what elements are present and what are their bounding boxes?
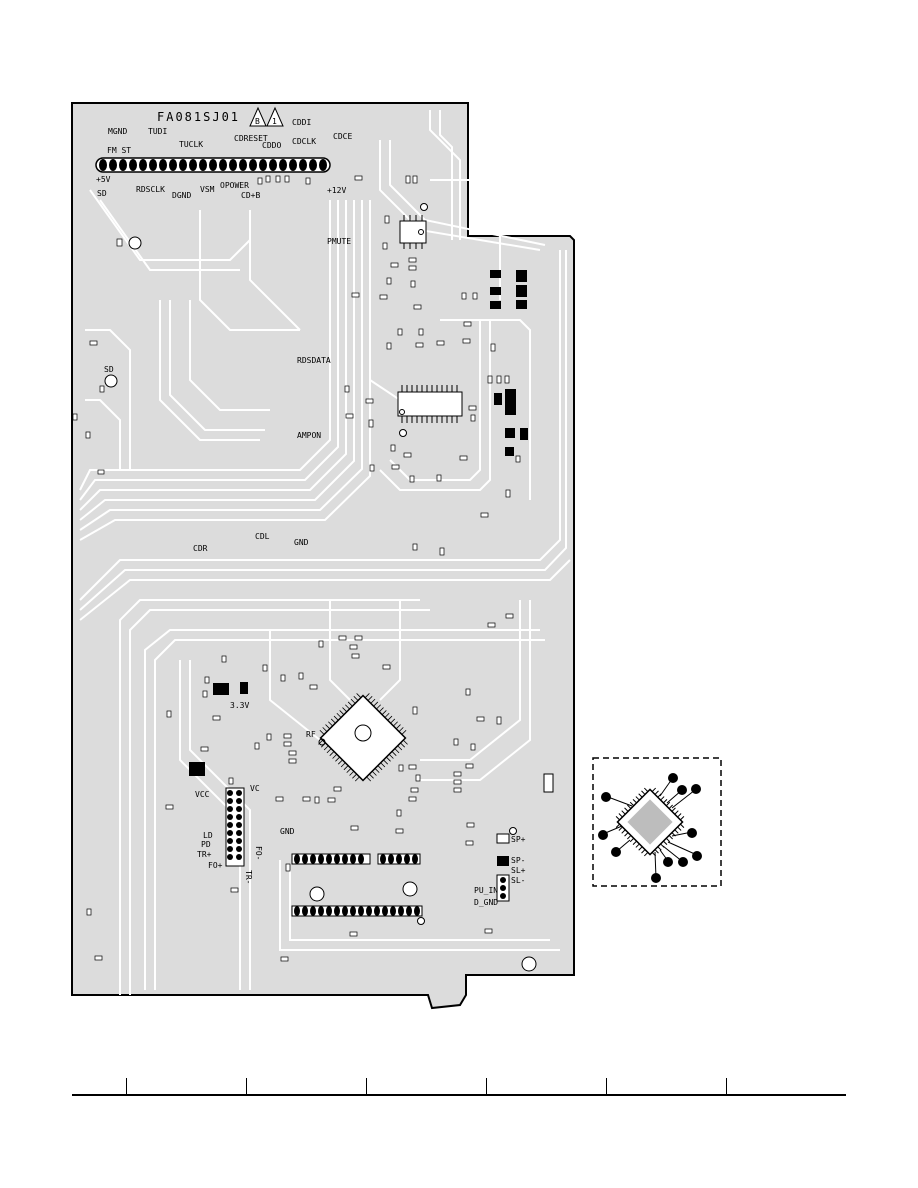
label-fo-plus: FO+ <box>208 861 223 870</box>
mounting-holes <box>104 236 537 972</box>
label-cdreset: CDRESET <box>234 134 268 143</box>
label-cdce: CDCE <box>333 132 352 141</box>
label-gnd-mid: GND <box>294 538 309 547</box>
footer-cell <box>245 1078 366 1094</box>
label-sd-left: SD <box>104 365 114 374</box>
label-pu-in: PU_IN <box>474 886 498 895</box>
label-sp-plus: SP+ <box>511 835 526 844</box>
footer-cell <box>125 1078 246 1094</box>
label-cdclk: CDCLK <box>292 137 316 146</box>
label-fo-minus: FO- <box>254 846 263 860</box>
trace-layer <box>79 110 571 995</box>
footer-table <box>72 1078 846 1096</box>
rev-mark-1: 1 <box>266 106 284 127</box>
footer-cell <box>725 1078 846 1094</box>
label-tr-minus: TR- <box>244 870 253 884</box>
ic-8pin <box>399 203 428 249</box>
footer-cell <box>365 1078 486 1094</box>
label-5v: +5V <box>96 175 111 184</box>
label-cdl: CDL <box>255 532 270 541</box>
label-dgnd: DGND <box>172 191 191 200</box>
rev-mark-b: B <box>249 106 267 127</box>
label-rdsdata: RDSDATA <box>297 356 331 365</box>
label-fm-st: FM ST <box>107 146 131 155</box>
board-labels: FA081SJ01 B 1 MGND TUDI FM ST TUCLK CDRE… <box>96 106 526 907</box>
label-vsm: VSM <box>200 185 215 194</box>
label-vc: VC <box>250 784 260 793</box>
label-12v: +12V <box>327 186 346 195</box>
label-gnd-bottom: GND <box>280 827 295 836</box>
label-tudi: TUDI <box>148 127 167 136</box>
label-mgnd: MGND <box>108 127 127 136</box>
pcb-board-outline <box>71 102 575 1010</box>
footer-cell <box>72 1078 126 1094</box>
rev-mark-1-text: 1 <box>272 117 277 126</box>
label-opower: OPOWER <box>220 181 249 190</box>
label-tr-plus: TR+ <box>197 850 212 859</box>
ic-soic-middle <box>397 385 463 437</box>
label-cddi: CDDI <box>292 118 311 127</box>
label-ld: LD <box>203 831 213 840</box>
bottom-connectors <box>225 773 554 917</box>
label-pd: PD <box>201 840 211 849</box>
label-vcc: VCC <box>195 790 210 799</box>
footer-cell <box>485 1078 606 1094</box>
label-ampon: AMPON <box>297 431 321 440</box>
footer-cell <box>605 1078 726 1094</box>
label-sp-minus: SP- <box>511 856 525 865</box>
ic-qfp-main <box>318 693 408 782</box>
label-3v3: 3.3V <box>230 701 249 710</box>
label-tuclk: TUCLK <box>179 140 203 149</box>
label-rdsclk: RDSCLK <box>136 185 165 194</box>
label-cddo: CDDO <box>262 141 281 150</box>
rev-mark-b-text: B <box>255 117 260 126</box>
label-sl-plus: SL+ <box>511 866 526 875</box>
label-cdr: CDR <box>193 544 208 553</box>
label-d-gnd: D_GND <box>474 898 498 907</box>
label-cdb: CD+B <box>241 191 260 200</box>
qfp-inset-detail <box>592 757 722 887</box>
label-rf: RF <box>306 730 316 739</box>
label-sl-minus: SL- <box>511 876 525 885</box>
top-connector <box>95 157 331 173</box>
dark-components <box>189 270 528 776</box>
label-pmute: PMUTE <box>327 237 351 246</box>
label-sd-top: SD <box>97 189 107 198</box>
smd-components <box>72 175 521 962</box>
part-number-label: FA081SJ01 <box>157 110 240 124</box>
